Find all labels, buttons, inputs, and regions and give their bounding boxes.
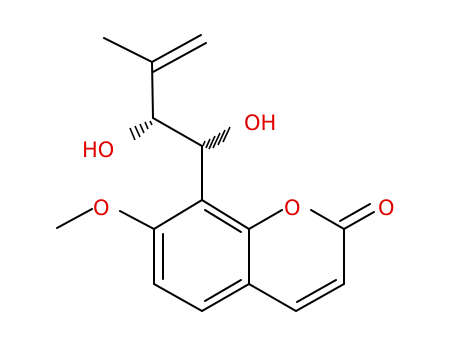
bond-c2-c1 — [152, 117, 203, 147]
bond-c7-c8 — [153, 199, 203, 230]
bond-c5-c6 — [153, 283, 203, 312]
bond-carbonyl-b — [339, 203, 371, 222]
diol-chain — [129, 117, 231, 201]
bond-c8-c8a — [201, 199, 250, 230]
carbonyl-oxygen-label: O — [378, 196, 395, 220]
hydroxyl-right-label: OH — [244, 111, 276, 135]
bond-o1-c2 — [310, 209, 345, 230]
bond-methoxy-methyl — [56, 208, 93, 229]
bond-aromatic-inner-3 — [204, 209, 242, 233]
isopropenyl-group — [103, 34, 207, 119]
hashed-wedge-bond-right — [202, 126, 231, 150]
bond-c4a-c5 — [201, 283, 250, 312]
hydroxyl-left-label: HO — [82, 138, 114, 162]
bond-vinyl-double-b — [152, 42, 207, 73]
pyranone-ring — [248, 203, 375, 312]
ring-oxygen-label: O — [284, 196, 301, 220]
methoxy-group — [56, 208, 155, 230]
methoxy-oxygen-label: O — [93, 196, 110, 220]
benzene-ring — [153, 199, 250, 312]
bond-c8a-o1 — [248, 209, 283, 230]
bond-methyl — [103, 37, 153, 63]
bond-vinyl-double-a — [151, 34, 202, 63]
hashed-wedge-bond-left — [129, 120, 153, 141]
bond-aromatic-inner-2 — [204, 279, 242, 302]
bond-c3-c4 — [295, 283, 345, 312]
bond-c4-c4a — [248, 283, 297, 312]
bond-c3-c4-double — [296, 279, 337, 303]
bond-methoxy-ring — [119, 210, 155, 230]
bond-carbonyl-a — [343, 211, 375, 230]
bond-c3-c2 — [151, 61, 154, 119]
